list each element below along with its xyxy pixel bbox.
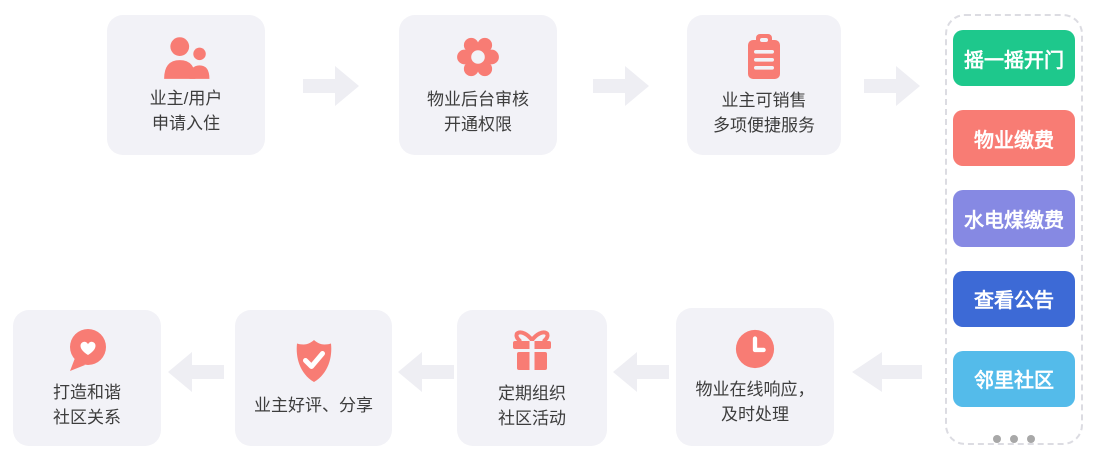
- service-button-view-announcements[interactable]: 查看公告: [953, 270, 1075, 327]
- service-button-property-payment[interactable]: 物业缴费: [953, 110, 1075, 167]
- users-icon: [161, 35, 211, 79]
- flow-step-label: 打造和谐 社区关系: [53, 382, 121, 427]
- flow-step-label: 定期组织 社区活动: [498, 383, 566, 428]
- flow-arrow-left-4: [168, 352, 224, 392]
- gear-icon: [455, 34, 501, 80]
- flow-step-label: 业主好评、分享: [254, 396, 373, 415]
- flow-arrow-left-2: [613, 352, 669, 392]
- service-button-utilities-payment[interactable]: 水电煤缴费: [953, 190, 1075, 247]
- flow-step-harmonious-community: 打造和谐 社区关系: [13, 310, 161, 446]
- services-panel: 摇一摇开门 物业缴费 水电煤缴费 查看公告 邻里社区: [945, 14, 1083, 445]
- flow-arrow-left-1: [852, 352, 922, 392]
- flow-step-label: 物业后台审核 开通权限: [427, 89, 529, 134]
- shield-check-icon: [292, 338, 336, 386]
- more-services-ellipsis-icon: [993, 435, 1035, 444]
- flow-step-label: 物业在线响应， 及时处理: [695, 379, 815, 424]
- flow-step-owner-services: 业主可销售 多项便捷服务: [687, 15, 841, 155]
- flow-step-owner-reviews: 业主好评、分享: [235, 310, 392, 446]
- flow-step-community-events: 定期组织 社区活动: [457, 310, 607, 446]
- clock-icon: [734, 328, 776, 370]
- flow-arrow-right-3: [864, 66, 920, 106]
- speech-heart-icon: [64, 327, 110, 373]
- flow-step-label: 业主可销售 多项便捷服务: [713, 90, 815, 135]
- flow-step-label: 业主/用户 申请入住: [149, 88, 223, 133]
- flow-arrow-left-3: [398, 352, 454, 392]
- flow-step-online-response: 物业在线响应， 及时处理: [676, 308, 834, 446]
- flow-arrow-right-2: [593, 66, 649, 106]
- service-button-neighborhood-community[interactable]: 邻里社区: [953, 350, 1075, 408]
- flow-step-apply-residence: 业主/用户 申请入住: [107, 15, 265, 155]
- gift-icon: [508, 326, 556, 374]
- service-button-shake-to-open[interactable]: 摇一摇开门: [953, 30, 1075, 87]
- flow-arrow-right-1: [303, 66, 359, 106]
- clipboard-icon: [742, 33, 786, 81]
- flow-step-backend-review: 物业后台审核 开通权限: [399, 15, 557, 155]
